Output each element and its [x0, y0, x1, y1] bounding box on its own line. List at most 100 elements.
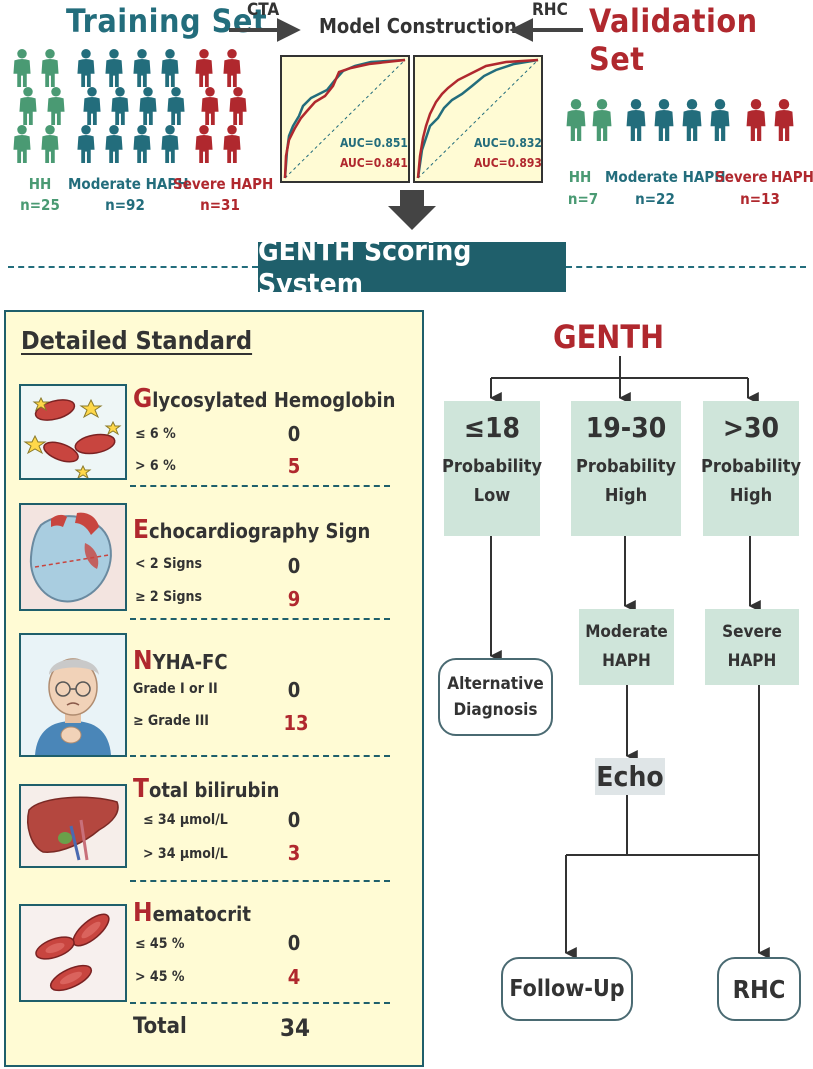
factor-n-row2-value: 13	[283, 711, 309, 735]
moderate-line2: HAPH	[602, 651, 651, 671]
person-icon	[223, 125, 241, 163]
hematocrit-illustration	[19, 904, 127, 1002]
person-icon	[19, 87, 37, 125]
factor-e-row2-value: 9	[287, 587, 301, 611]
person-icon	[83, 87, 101, 125]
training-people-icon	[13, 49, 247, 163]
roc-plot-1	[280, 55, 410, 183]
divider-right	[566, 266, 806, 268]
alternative-line2: Diagnosis	[453, 700, 538, 720]
nyha-illustration	[19, 633, 127, 757]
factor-g-row2-label: > 6 %	[135, 458, 176, 474]
factor-n-row2-label: ≥ Grade III	[133, 713, 209, 729]
model-construction-title: Model Construction	[319, 14, 517, 38]
branch-low-line2: Low	[473, 485, 511, 506]
branch-high-line2: High	[729, 485, 773, 506]
header-arrows	[229, 18, 583, 230]
roc1-auc-teal: AUC=0.851	[340, 136, 408, 150]
person-icon	[682, 99, 702, 141]
person-icon	[105, 125, 123, 163]
person-icon	[13, 49, 31, 87]
person-icon	[13, 125, 31, 163]
factor-t-row1-label: ≤ 34 μmol/L	[143, 812, 228, 828]
separator-5	[130, 1002, 390, 1004]
follow-up-box: Follow-Up	[501, 957, 633, 1021]
branch-mid-line1: Probability	[575, 456, 677, 477]
train-severe-n: n=31	[200, 196, 240, 214]
factor-e-row2-label: ≥ 2 Signs	[135, 589, 202, 605]
validation-set-title: Validation Set	[589, 2, 758, 78]
training-set-title: Training Set	[66, 2, 268, 40]
person-icon	[710, 99, 730, 141]
person-icon	[41, 125, 59, 163]
branch-high-score: >30	[722, 411, 780, 444]
person-icon	[195, 49, 213, 87]
person-icon	[111, 87, 129, 125]
person-icon	[133, 49, 151, 87]
validation-people-icon	[566, 99, 794, 141]
person-icon	[626, 99, 646, 141]
echocardiography-illustration	[19, 503, 127, 611]
person-icon	[105, 49, 123, 87]
val-severe-label: Severe	[715, 168, 768, 186]
factor-e-title: Echocardiography Sign	[133, 515, 371, 545]
moderate-haph-box: Moderate HAPH	[579, 609, 674, 685]
severe-line2: HAPH	[727, 651, 777, 671]
factor-h-row1-value: 0	[287, 931, 301, 955]
person-icon	[161, 125, 179, 163]
branch-mid-line2: High	[604, 485, 648, 506]
alternative-line1: Alternative	[447, 674, 544, 694]
person-icon	[201, 87, 219, 125]
person-icon	[139, 87, 157, 125]
factor-g-row1-label: ≤ 6 %	[135, 426, 176, 442]
branch-low-box: ≤18 Probability Low	[442, 401, 542, 536]
val-hh-label: HH	[568, 168, 592, 186]
person-icon	[774, 99, 794, 141]
factor-n-title: NYHA-FC	[133, 646, 228, 676]
person-icon	[592, 99, 612, 141]
detailed-standard-title: Detailed Standard	[21, 326, 253, 355]
roc1-auc-red: AUC=0.841	[340, 156, 408, 170]
factor-h-row2-label: > 45 %	[135, 969, 185, 985]
person-icon	[133, 125, 151, 163]
val-severe-n: n=13	[740, 190, 780, 208]
total-label: Total	[133, 1014, 187, 1039]
train-hh-n: n=25	[20, 196, 60, 214]
factor-t-row1-value: 0	[287, 808, 301, 832]
train-moderate-n: n=92	[105, 196, 145, 214]
echo-box: Echo	[595, 758, 665, 795]
person-icon	[161, 49, 179, 87]
factor-e-row1-label: < 2 Signs	[135, 556, 202, 572]
branch-low-score: ≤18	[463, 411, 521, 444]
factor-h-row1-label: ≤ 45 %	[135, 936, 185, 952]
val-moderate-n: n=22	[635, 190, 675, 208]
factor-h-row2-value: 4	[287, 965, 301, 989]
separator-1	[130, 485, 390, 487]
branch-mid-score: 19-30	[585, 411, 667, 444]
train-hh-label: HH	[28, 175, 52, 193]
factor-g-row2-value: 5	[287, 454, 301, 478]
factor-h-title: Hematocrit	[133, 898, 251, 928]
divider-left	[8, 266, 258, 268]
roc-plot-2	[413, 55, 543, 183]
separator-4	[130, 880, 390, 882]
person-icon	[746, 99, 766, 141]
val-severe-label-2: HAPH	[771, 168, 813, 186]
person-icon	[654, 99, 674, 141]
factor-n-row1-label: Grade I or II	[133, 681, 218, 697]
branch-high-box: >30 Probability High	[700, 401, 802, 536]
hemoglobin-illustration	[19, 384, 127, 480]
liver-illustration	[19, 784, 127, 868]
roc2-auc-teal: AUC=0.832	[474, 136, 542, 150]
roc2-auc-red: AUC=0.893	[474, 156, 542, 170]
person-icon	[195, 125, 213, 163]
factor-n-row1-value: 0	[287, 678, 301, 702]
rhc-box: RHC	[717, 957, 801, 1021]
alternative-diagnosis-box: Alternative Diagnosis	[438, 658, 553, 736]
person-icon	[77, 125, 95, 163]
down-arrow	[388, 190, 436, 230]
cta-label: CTA	[247, 0, 280, 20]
train-severe-label: Severe HAPH	[173, 175, 274, 193]
val-hh-n: n=7	[567, 190, 599, 208]
branch-high-line1: Probability	[700, 456, 802, 477]
